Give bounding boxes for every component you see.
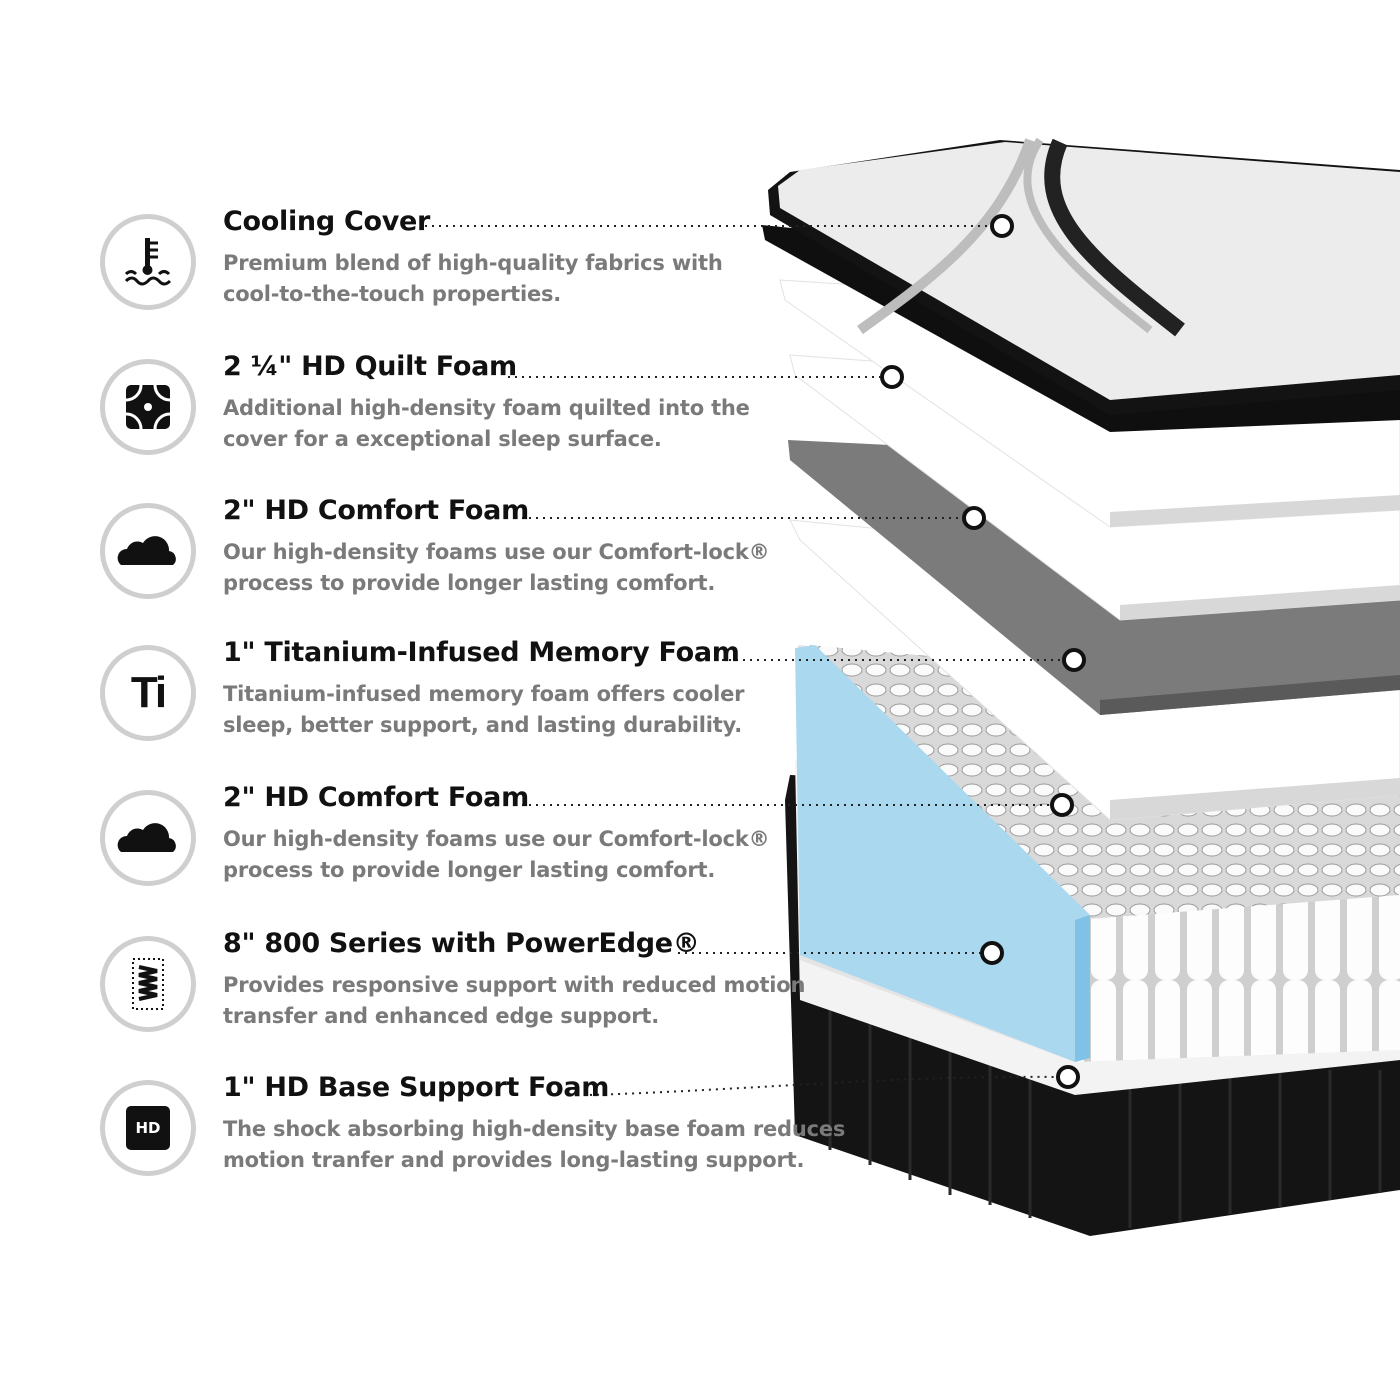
layer-row: 2" HD Comfort Foam Our high-density foam…: [100, 782, 860, 920]
layer-row: 2" HD Comfort Foam Our high-density foam…: [100, 495, 860, 633]
marker-base-foam: [1056, 1065, 1080, 1089]
layer-title: 2" HD Comfort Foam: [223, 495, 529, 526]
layer-title: 1" HD Base Support Foam: [223, 1072, 610, 1103]
icon-circle: [100, 790, 196, 886]
layer-row: 2 ¼" HD Quilt Foam Additional high-densi…: [100, 351, 860, 489]
layer-row: 8" 800 Series with PowerEdge® Provides r…: [100, 928, 860, 1066]
layer-title: 2" HD Comfort Foam: [223, 782, 529, 813]
leader-lines: [425, 225, 1062, 1096]
layer-title: 1" Titanium-Infused Memory Foam: [223, 637, 740, 668]
marker-memory-foam: [1062, 648, 1086, 672]
layer-description: Premium blend of high-quality fabrics wi…: [223, 251, 723, 306]
layer-row: Cooling Cover Premium blend of high-qual…: [100, 206, 860, 344]
quilt-pattern-icon: [125, 384, 171, 430]
icon-circle: Ti: [100, 645, 196, 741]
layer-description: Our high-density foams use our Comfort-l…: [223, 827, 770, 882]
layer-title: 2 ¼" HD Quilt Foam: [223, 351, 517, 382]
layer-row: Ti 1" Titanium-Infused Memory Foam Titan…: [100, 637, 860, 775]
layer-row: HD 1" HD Base Support Foam The shock abs…: [100, 1072, 860, 1210]
cooling-cover-illustration: [762, 137, 1400, 432]
icon-circle: [100, 359, 196, 455]
layer-description: Additional high-density foam quilted int…: [223, 396, 750, 451]
icon-circle: [100, 214, 196, 310]
layer-description: Provides responsive support with reduced…: [223, 973, 806, 1028]
marker-comfort-foam: [962, 506, 986, 530]
marker-comfort-foam-2: [1050, 793, 1074, 817]
layer-title: 8" 800 Series with PowerEdge®: [223, 928, 700, 959]
icon-circle: HD: [100, 1080, 196, 1176]
marker-cooling-cover: [990, 214, 1014, 238]
layer-markers: [880, 214, 1086, 1089]
hd-badge-icon: HD: [126, 1106, 170, 1150]
titanium-icon: Ti: [130, 668, 167, 717]
cloud-icon: [117, 536, 176, 565]
icon-circle: [100, 503, 196, 599]
layer-description: Our high-density foams use our Comfort-l…: [223, 540, 770, 595]
coil-spring-icon: [132, 958, 164, 1010]
cloud-icon: [117, 823, 176, 852]
layer-title: Cooling Cover: [223, 206, 431, 237]
marker-coil-unit: [980, 941, 1004, 965]
layer-description: The shock absorbing high-density base fo…: [223, 1117, 846, 1172]
layer-description: Titanium-infused memory foam offers cool…: [223, 682, 745, 737]
marker-quilt-foam: [880, 365, 904, 389]
icon-circle: [100, 936, 196, 1032]
thermometer-water-icon: [124, 238, 172, 286]
